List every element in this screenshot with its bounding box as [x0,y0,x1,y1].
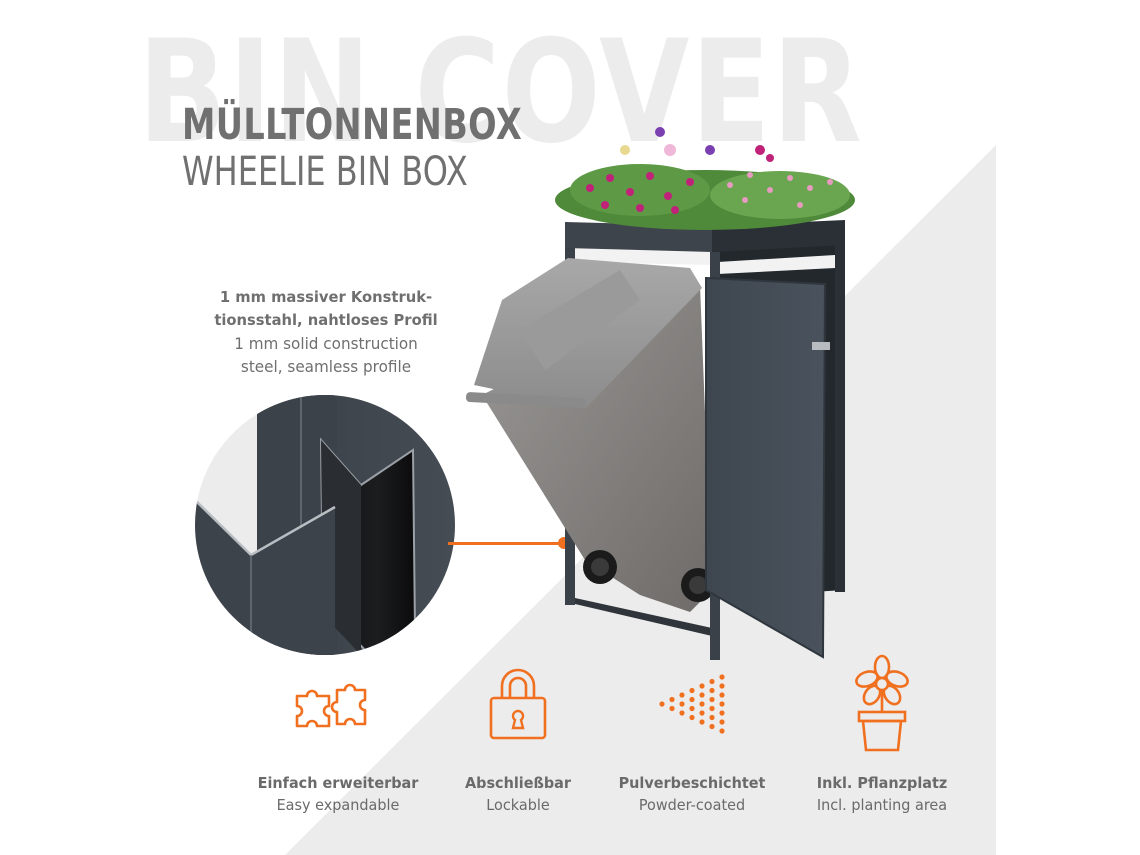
feature-powder-coated: Pulverbeschichtet Powder-coated [592,650,792,816]
page-title-de: MÜLLTONNENBOX [182,100,523,150]
spec-line-de-2: tionsstahl, nahtloses Profil [214,311,438,329]
padlock-icon [418,650,618,758]
page-title-en: WHEELIE BIN BOX [182,149,468,195]
spec-line-de-1: 1 mm massiver Konstruk- [219,288,433,306]
feature-planting-area: Inkl. Pflanzplatz Incl. planting area [782,650,982,816]
spec-line-en-2: steel, seamless profile [240,357,412,376]
feature-label-de: Inkl. Pflanzplatz [816,774,948,792]
spec-line-en-1: 1 mm solid construction [234,334,418,353]
feature-label-en: Lockable [486,796,550,814]
features-row: Einfach erweiterbar Easy expandable Absc… [0,650,1140,855]
feature-lockable: Abschließbar Lockable [418,650,618,816]
steel-spec-callout: 1 mm massiver Konstruk- tionsstahl, naht… [180,286,472,378]
steel-profile-detail-image [195,395,455,655]
puzzle-icon [238,650,438,758]
spray-dots-icon [592,650,792,758]
feature-label-de: Abschließbar [464,774,572,792]
feature-label-de: Einfach erweiterbar [257,774,419,792]
feature-label-en: Easy expandable [276,796,400,814]
wheelie-bin-box-product-image [466,127,855,660]
feature-expandable: Einfach erweiterbar Easy expandable [238,650,438,816]
flower-pot-icon [782,650,982,758]
feature-label-en: Incl. planting area [816,796,948,814]
callout-connector-line [448,542,564,545]
watermark-text: BIN COVER [138,10,864,175]
feature-label-en: Powder-coated [638,796,746,814]
feature-label-de: Pulverbeschichtet [618,774,766,792]
